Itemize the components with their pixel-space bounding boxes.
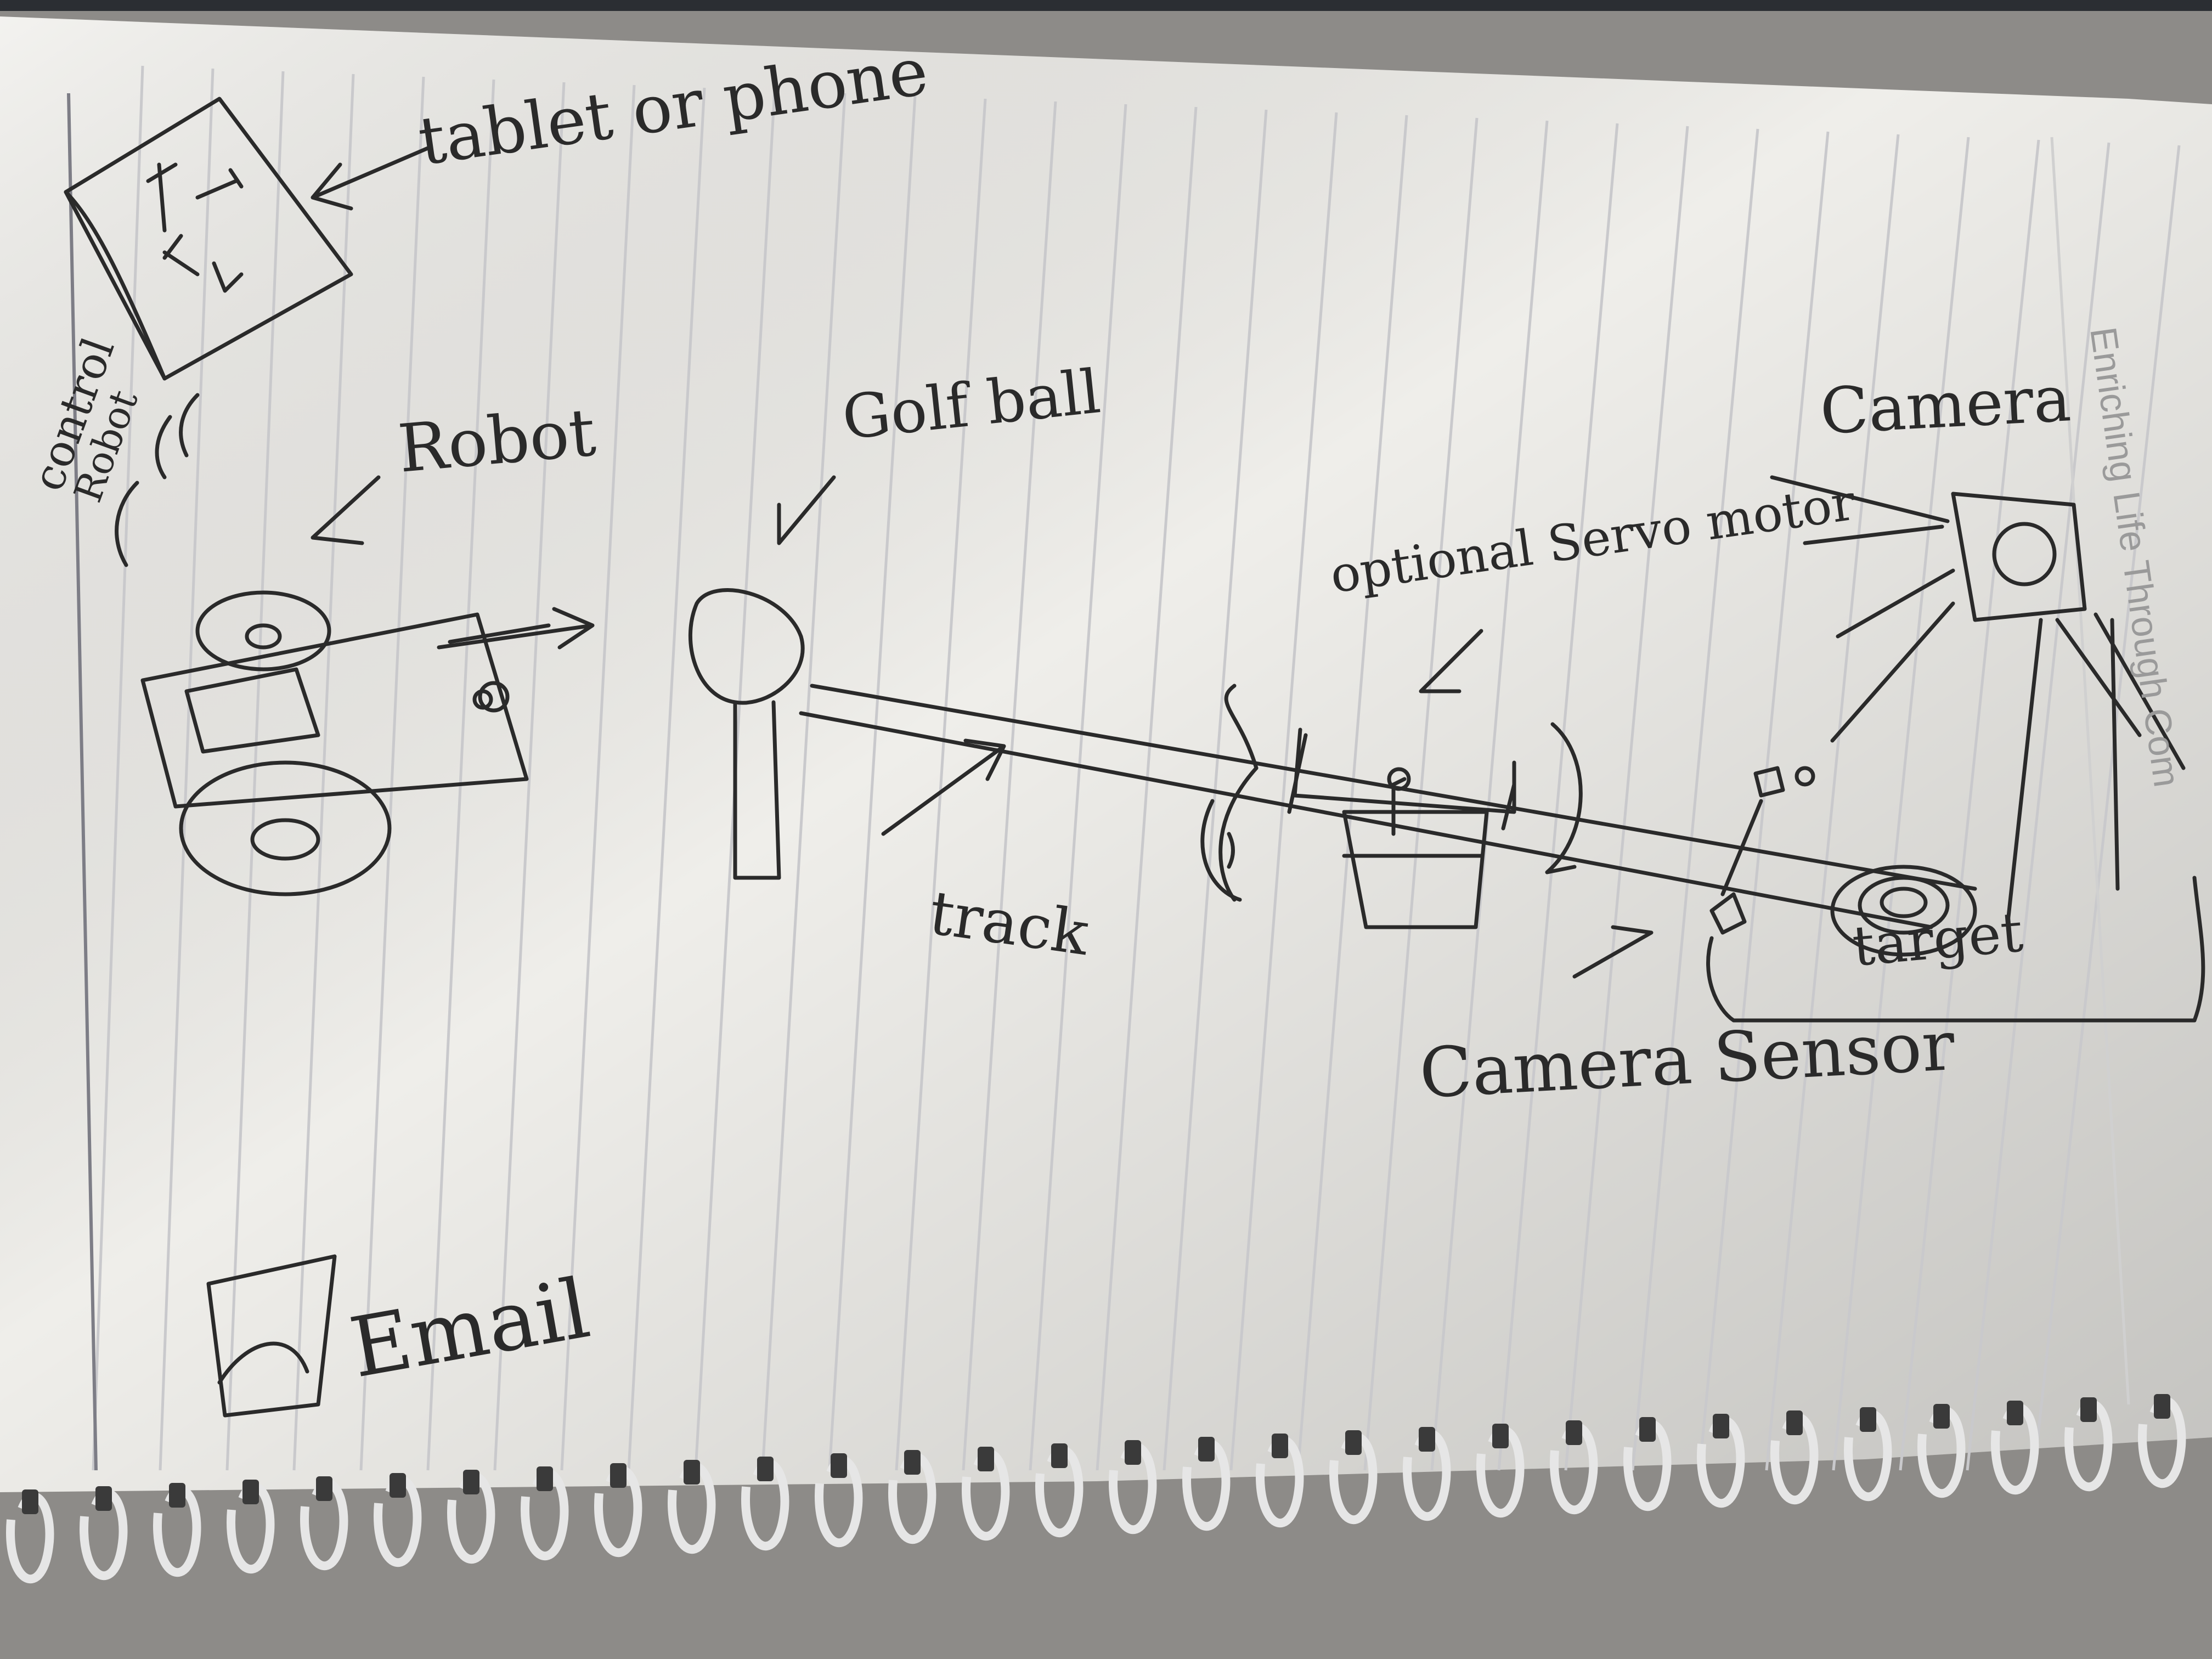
spiral-hole bbox=[684, 1460, 700, 1485]
spiral-hole bbox=[757, 1457, 774, 1481]
robot-label: Robot bbox=[395, 394, 599, 488]
spiral-hole bbox=[1198, 1437, 1215, 1462]
ruled-line bbox=[292, 74, 355, 1471]
ruled-line bbox=[1296, 115, 1408, 1471]
spiral-hole bbox=[2154, 1394, 2170, 1419]
spiral-hole bbox=[1419, 1427, 1435, 1452]
spiral-hole bbox=[978, 1447, 994, 1471]
spiral-hole bbox=[1860, 1407, 1876, 1432]
ruled-line bbox=[1096, 106, 1198, 1471]
camera-drawing bbox=[1770, 475, 2186, 924]
tablet-drawing bbox=[64, 97, 353, 381]
spiral-hole bbox=[1492, 1424, 1509, 1448]
ruled-line bbox=[1497, 123, 1619, 1471]
ruled-line bbox=[1765, 134, 1900, 1471]
ruled-line bbox=[895, 98, 987, 1471]
sketch bbox=[64, 97, 2205, 1418]
servo-arrow bbox=[1419, 629, 1483, 693]
ruled-line bbox=[761, 93, 847, 1471]
email-drawing bbox=[206, 1254, 337, 1418]
ruled-line bbox=[1832, 137, 1970, 1471]
spiral-hole bbox=[1566, 1420, 1582, 1445]
ruled-line bbox=[225, 71, 285, 1471]
ruled-line bbox=[828, 95, 917, 1471]
page-shading bbox=[0, 16, 2212, 1492]
spiral-hole bbox=[169, 1483, 185, 1508]
camera-label: Camera bbox=[1818, 362, 2073, 449]
spiral-hole bbox=[463, 1470, 479, 1494]
ruled-line bbox=[1564, 126, 1689, 1471]
camera-sensor-drawing bbox=[1709, 766, 1815, 935]
spiral-hole bbox=[316, 1476, 332, 1501]
wireless-signal-icon bbox=[115, 393, 200, 567]
spiral-hole bbox=[1933, 1404, 1950, 1429]
spiral-hole bbox=[610, 1463, 627, 1488]
camera-sensor-arrow bbox=[1572, 925, 1654, 979]
spiral-hole bbox=[2080, 1397, 2097, 1422]
page-edge-line bbox=[2050, 137, 2130, 1405]
spiral-hole bbox=[242, 1480, 259, 1504]
robot-drawing bbox=[140, 590, 595, 896]
ruled-line bbox=[1899, 139, 2040, 1471]
spiral-binding bbox=[6, 1394, 2186, 1584]
margin-line bbox=[67, 93, 98, 1471]
ruled-line bbox=[92, 65, 144, 1471]
spiral-hole bbox=[831, 1453, 847, 1478]
spiral-hole bbox=[390, 1473, 406, 1498]
spiral-hole bbox=[1713, 1414, 1729, 1438]
ruled-line bbox=[560, 84, 636, 1471]
ruled-line bbox=[2033, 145, 2181, 1471]
ruled-line bbox=[1029, 104, 1127, 1471]
ruled-line bbox=[1631, 128, 1759, 1471]
ruled-line bbox=[1363, 117, 1479, 1471]
tablet-arrow bbox=[311, 146, 430, 211]
golf-ball-arrow bbox=[777, 475, 836, 545]
ruled-line bbox=[1229, 112, 1338, 1471]
spiral-hole bbox=[537, 1466, 553, 1491]
spiral-hole bbox=[1639, 1417, 1656, 1442]
ruled-line bbox=[359, 76, 425, 1471]
spiral-hole bbox=[1051, 1443, 1068, 1468]
spiral-hole bbox=[904, 1450, 921, 1475]
spiral-hole bbox=[95, 1486, 112, 1511]
ruled-line bbox=[493, 82, 566, 1471]
spiral-hole bbox=[1272, 1434, 1288, 1458]
spiral-hole bbox=[1786, 1410, 1803, 1435]
ruled-line bbox=[1430, 120, 1549, 1471]
spiral-hole bbox=[1125, 1440, 1141, 1465]
track-arrow bbox=[881, 738, 1006, 836]
servo-motor-drawing bbox=[1200, 684, 1583, 929]
ruled-line bbox=[1698, 131, 1830, 1471]
golf-ball-drawing bbox=[688, 588, 805, 880]
ruled-line bbox=[962, 101, 1057, 1471]
spiral-hole bbox=[1345, 1430, 1362, 1455]
target-label: target bbox=[1850, 900, 2025, 979]
ruled-line bbox=[1966, 142, 2111, 1471]
spiral-hole bbox=[2007, 1401, 2023, 1425]
ruled-line bbox=[426, 79, 495, 1471]
ruled-line bbox=[159, 68, 215, 1471]
ruled-line bbox=[627, 87, 706, 1471]
target-drawing bbox=[1706, 865, 2205, 1023]
robot-arrow bbox=[311, 475, 381, 545]
spiral-hole bbox=[22, 1489, 38, 1514]
